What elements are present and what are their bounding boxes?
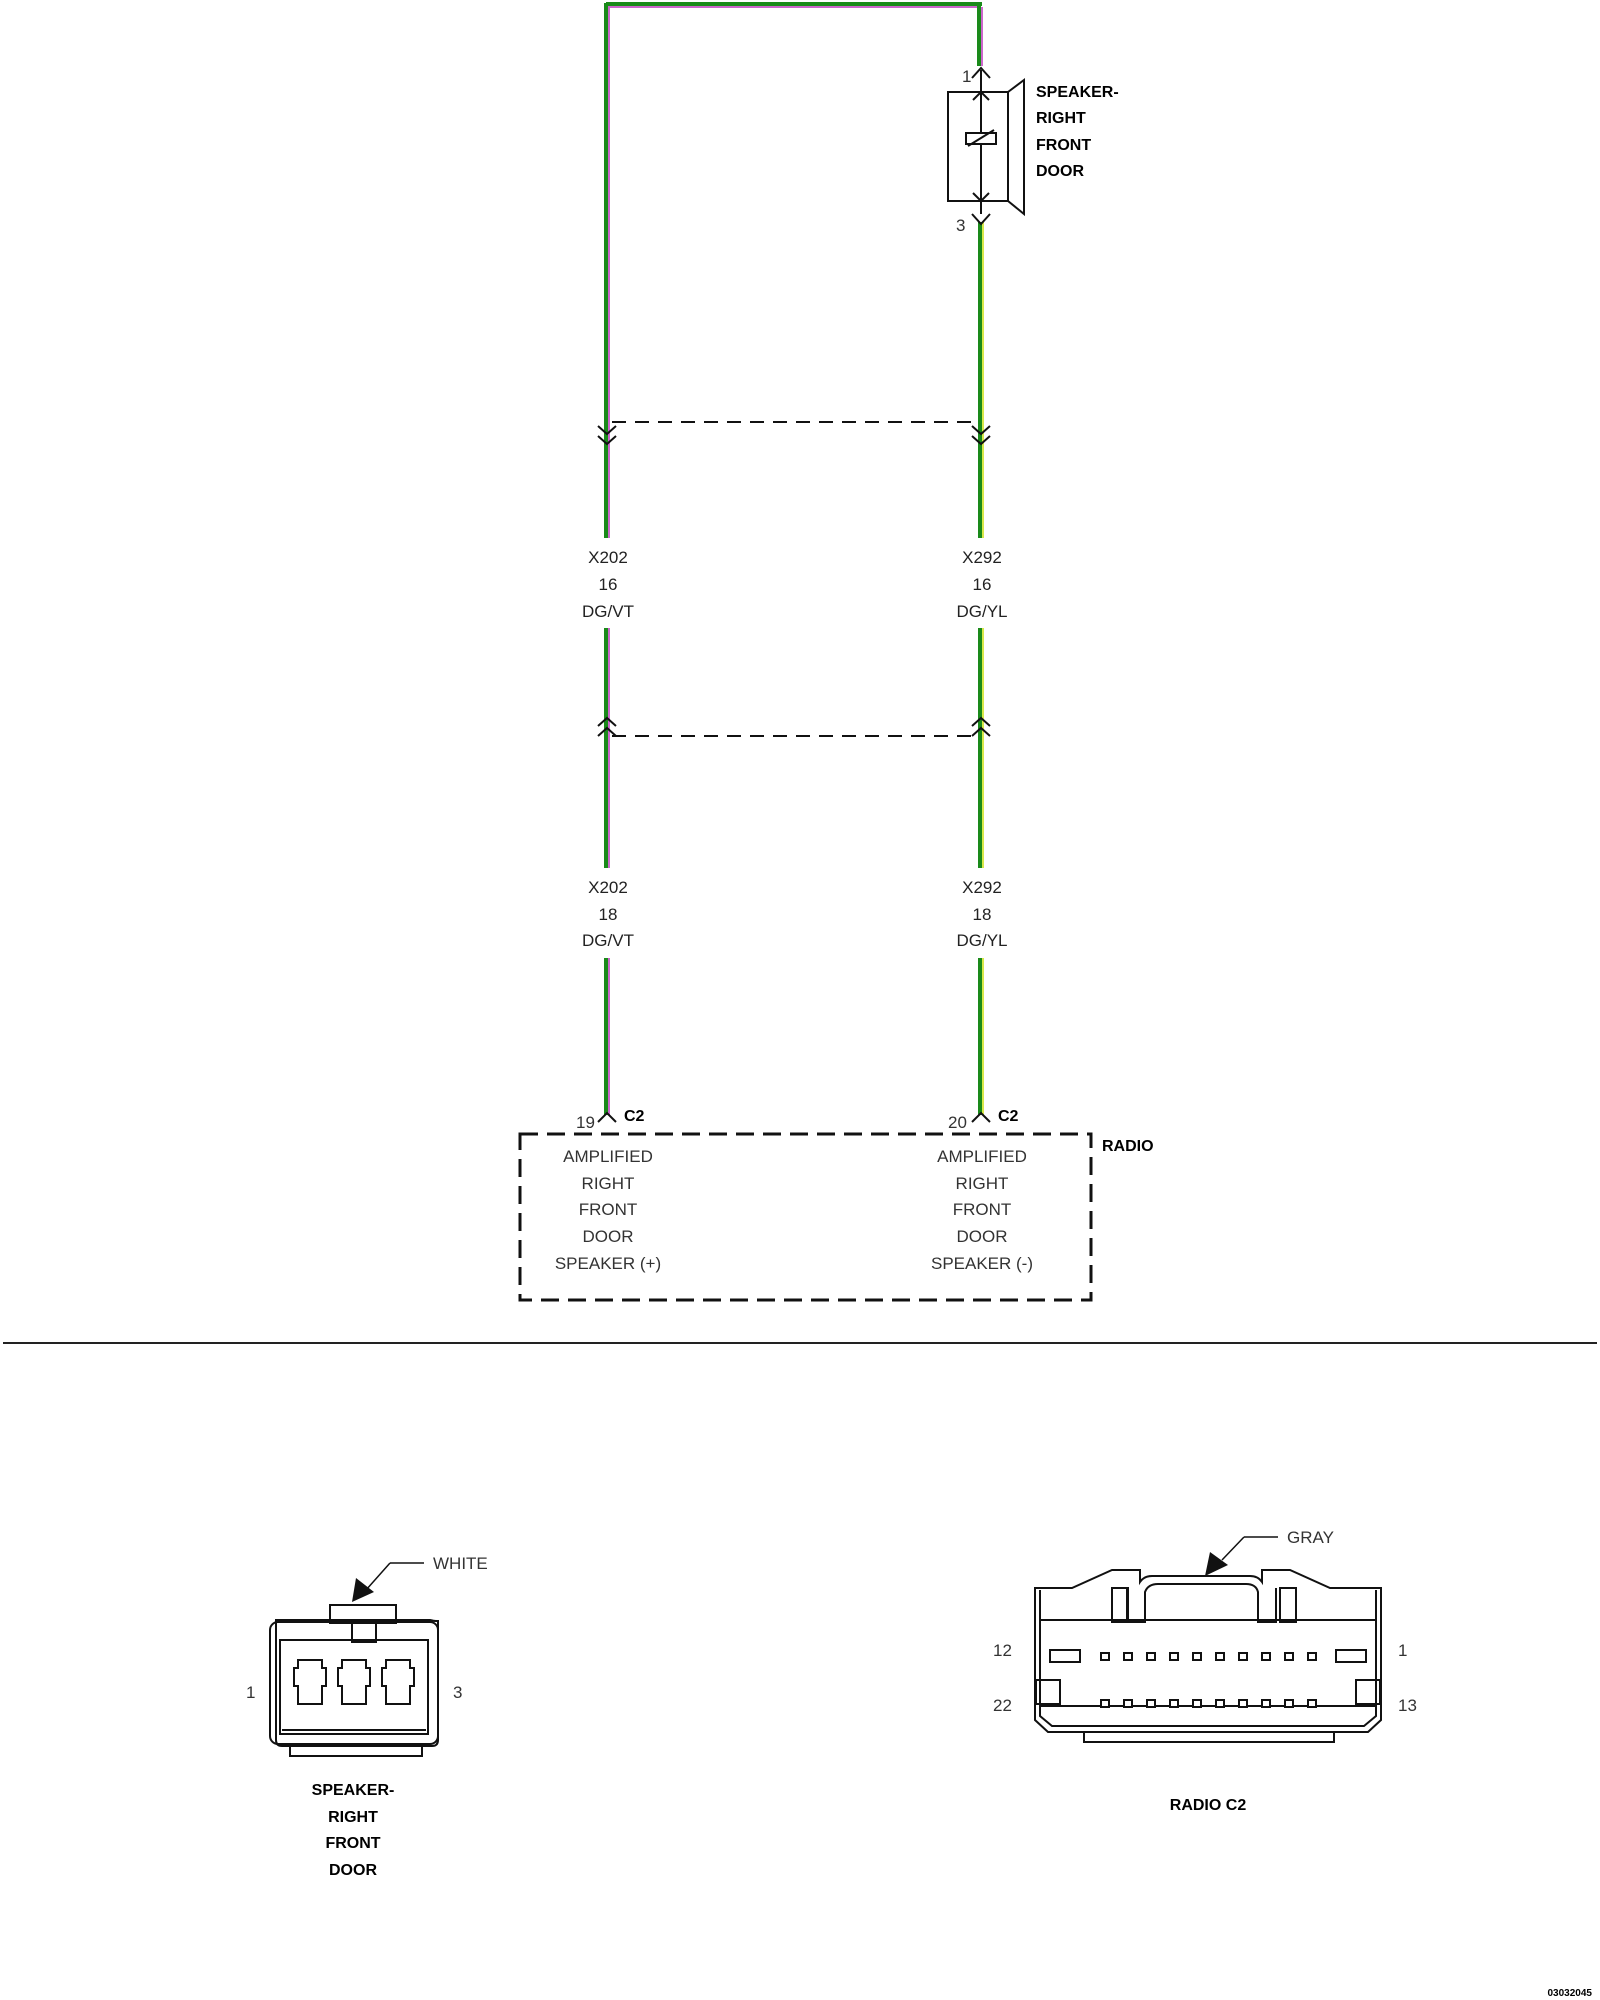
wire-label-left-lower: X202 18 DG/VT xyxy=(582,878,634,950)
function-line: AMPLIFIED xyxy=(563,1147,653,1166)
radio-component-box xyxy=(518,1132,1093,1302)
speaker-title-line: DOOR xyxy=(1036,163,1084,180)
speaker-connector-title-line: RIGHT xyxy=(328,1809,378,1826)
radio-connector-c2-label: C2 xyxy=(624,1108,645,1125)
speaker-pin-3-terminal xyxy=(971,201,991,226)
speaker-connector-color: WHITE xyxy=(433,1554,488,1573)
function-line: SPEAKER (+) xyxy=(555,1254,661,1273)
wire-right-dg-yl xyxy=(978,222,984,1115)
speaker-title-line: RIGHT xyxy=(1036,110,1086,127)
speaker-title-line: FRONT xyxy=(1036,137,1091,154)
speaker-connector-drawing xyxy=(269,1604,439,1757)
radio-c2-pin-1: 1 xyxy=(1398,1641,1407,1660)
radio-c2-connector-drawing xyxy=(1034,1569,1382,1743)
radio-c2-pin-22: 22 xyxy=(993,1696,1012,1715)
radio-pin-20-terminal xyxy=(971,1111,991,1123)
speaker-symbol xyxy=(947,78,1025,217)
wire-gauge: 18 xyxy=(973,905,992,924)
wire-label-right-upper: X292 16 DG/YL xyxy=(956,548,1007,621)
speaker-pin-1-terminal xyxy=(971,66,991,92)
wire-gauge: 18 xyxy=(599,905,618,924)
radio-c2-pin-12: 12 xyxy=(993,1641,1012,1660)
speaker-connector-pin-3: 3 xyxy=(453,1683,462,1702)
speaker-connector-leader xyxy=(352,1562,424,1602)
radio-c2-pin-13: 13 xyxy=(1398,1696,1417,1715)
radio-function-left: AMPLIFIED RIGHT FRONT DOOR SPEAKER (+) xyxy=(555,1147,661,1273)
radio-pin-20-label: 20 xyxy=(948,1113,967,1132)
function-line: RIGHT xyxy=(582,1174,635,1193)
wire-color: DG/YL xyxy=(956,602,1007,621)
wire-color: DG/VT xyxy=(582,931,634,950)
radio-c2-title: RADIO C2 xyxy=(1170,1797,1247,1814)
function-line: RIGHT xyxy=(956,1174,1009,1193)
function-line: DOOR xyxy=(583,1227,634,1246)
speaker-title: SPEAKER- RIGHT FRONT DOOR xyxy=(1036,84,1119,180)
circuit-id: X202 xyxy=(588,548,628,567)
radio-label: RADIO xyxy=(1102,1138,1154,1155)
function-line: AMPLIFIED xyxy=(937,1147,1027,1166)
speaker-pin-bottom-label: 3 xyxy=(956,216,965,235)
function-line: FRONT xyxy=(579,1200,638,1219)
radio-function-right: AMPLIFIED RIGHT FRONT DOOR SPEAKER (-) xyxy=(931,1147,1033,1273)
radio-c2-color: GRAY xyxy=(1287,1528,1334,1547)
radio-c2-pin-row-bottom xyxy=(1100,1699,1317,1708)
drawing-number: 03032045 xyxy=(1548,1988,1593,1999)
function-line: DOOR xyxy=(957,1227,1008,1246)
circuit-id: X292 xyxy=(962,878,1002,897)
speaker-connector-title-line: FRONT xyxy=(325,1835,380,1852)
speaker-connector-title-line: DOOR xyxy=(329,1862,377,1879)
wire-label-right-lower: X292 18 DG/YL xyxy=(956,878,1007,950)
radio-c2-pin-row-top xyxy=(1100,1652,1317,1661)
wire-color: DG/VT xyxy=(582,602,634,621)
speaker-connector-title-line: SPEAKER- xyxy=(312,1782,395,1799)
speaker-title-line: SPEAKER- xyxy=(1036,84,1119,101)
wire-top-loop xyxy=(606,2,983,66)
radio-pin-19-label: 19 xyxy=(576,1113,595,1132)
circuit-id: X202 xyxy=(588,878,628,897)
speaker-connector-title: SPEAKER- RIGHT FRONT DOOR xyxy=(312,1782,395,1879)
wire-gauge: 16 xyxy=(973,575,992,594)
speaker-connector-pin-1: 1 xyxy=(246,1683,255,1702)
function-line: FRONT xyxy=(953,1200,1012,1219)
function-line: SPEAKER (-) xyxy=(931,1254,1033,1273)
radio-pin-19-terminal xyxy=(597,1111,617,1123)
radio-connector-c2-label: C2 xyxy=(998,1108,1019,1125)
inline-connector-upper xyxy=(597,421,991,446)
radio-c2-leader xyxy=(1205,1536,1278,1576)
wire-label-left-upper: X202 16 DG/VT xyxy=(582,548,634,621)
speaker-pin-top-label: 1 xyxy=(962,67,971,86)
wire-color: DG/YL xyxy=(956,931,1007,950)
inline-connector-lower xyxy=(597,716,991,737)
circuit-id: X292 xyxy=(962,548,1002,567)
wire-gauge: 16 xyxy=(599,575,618,594)
